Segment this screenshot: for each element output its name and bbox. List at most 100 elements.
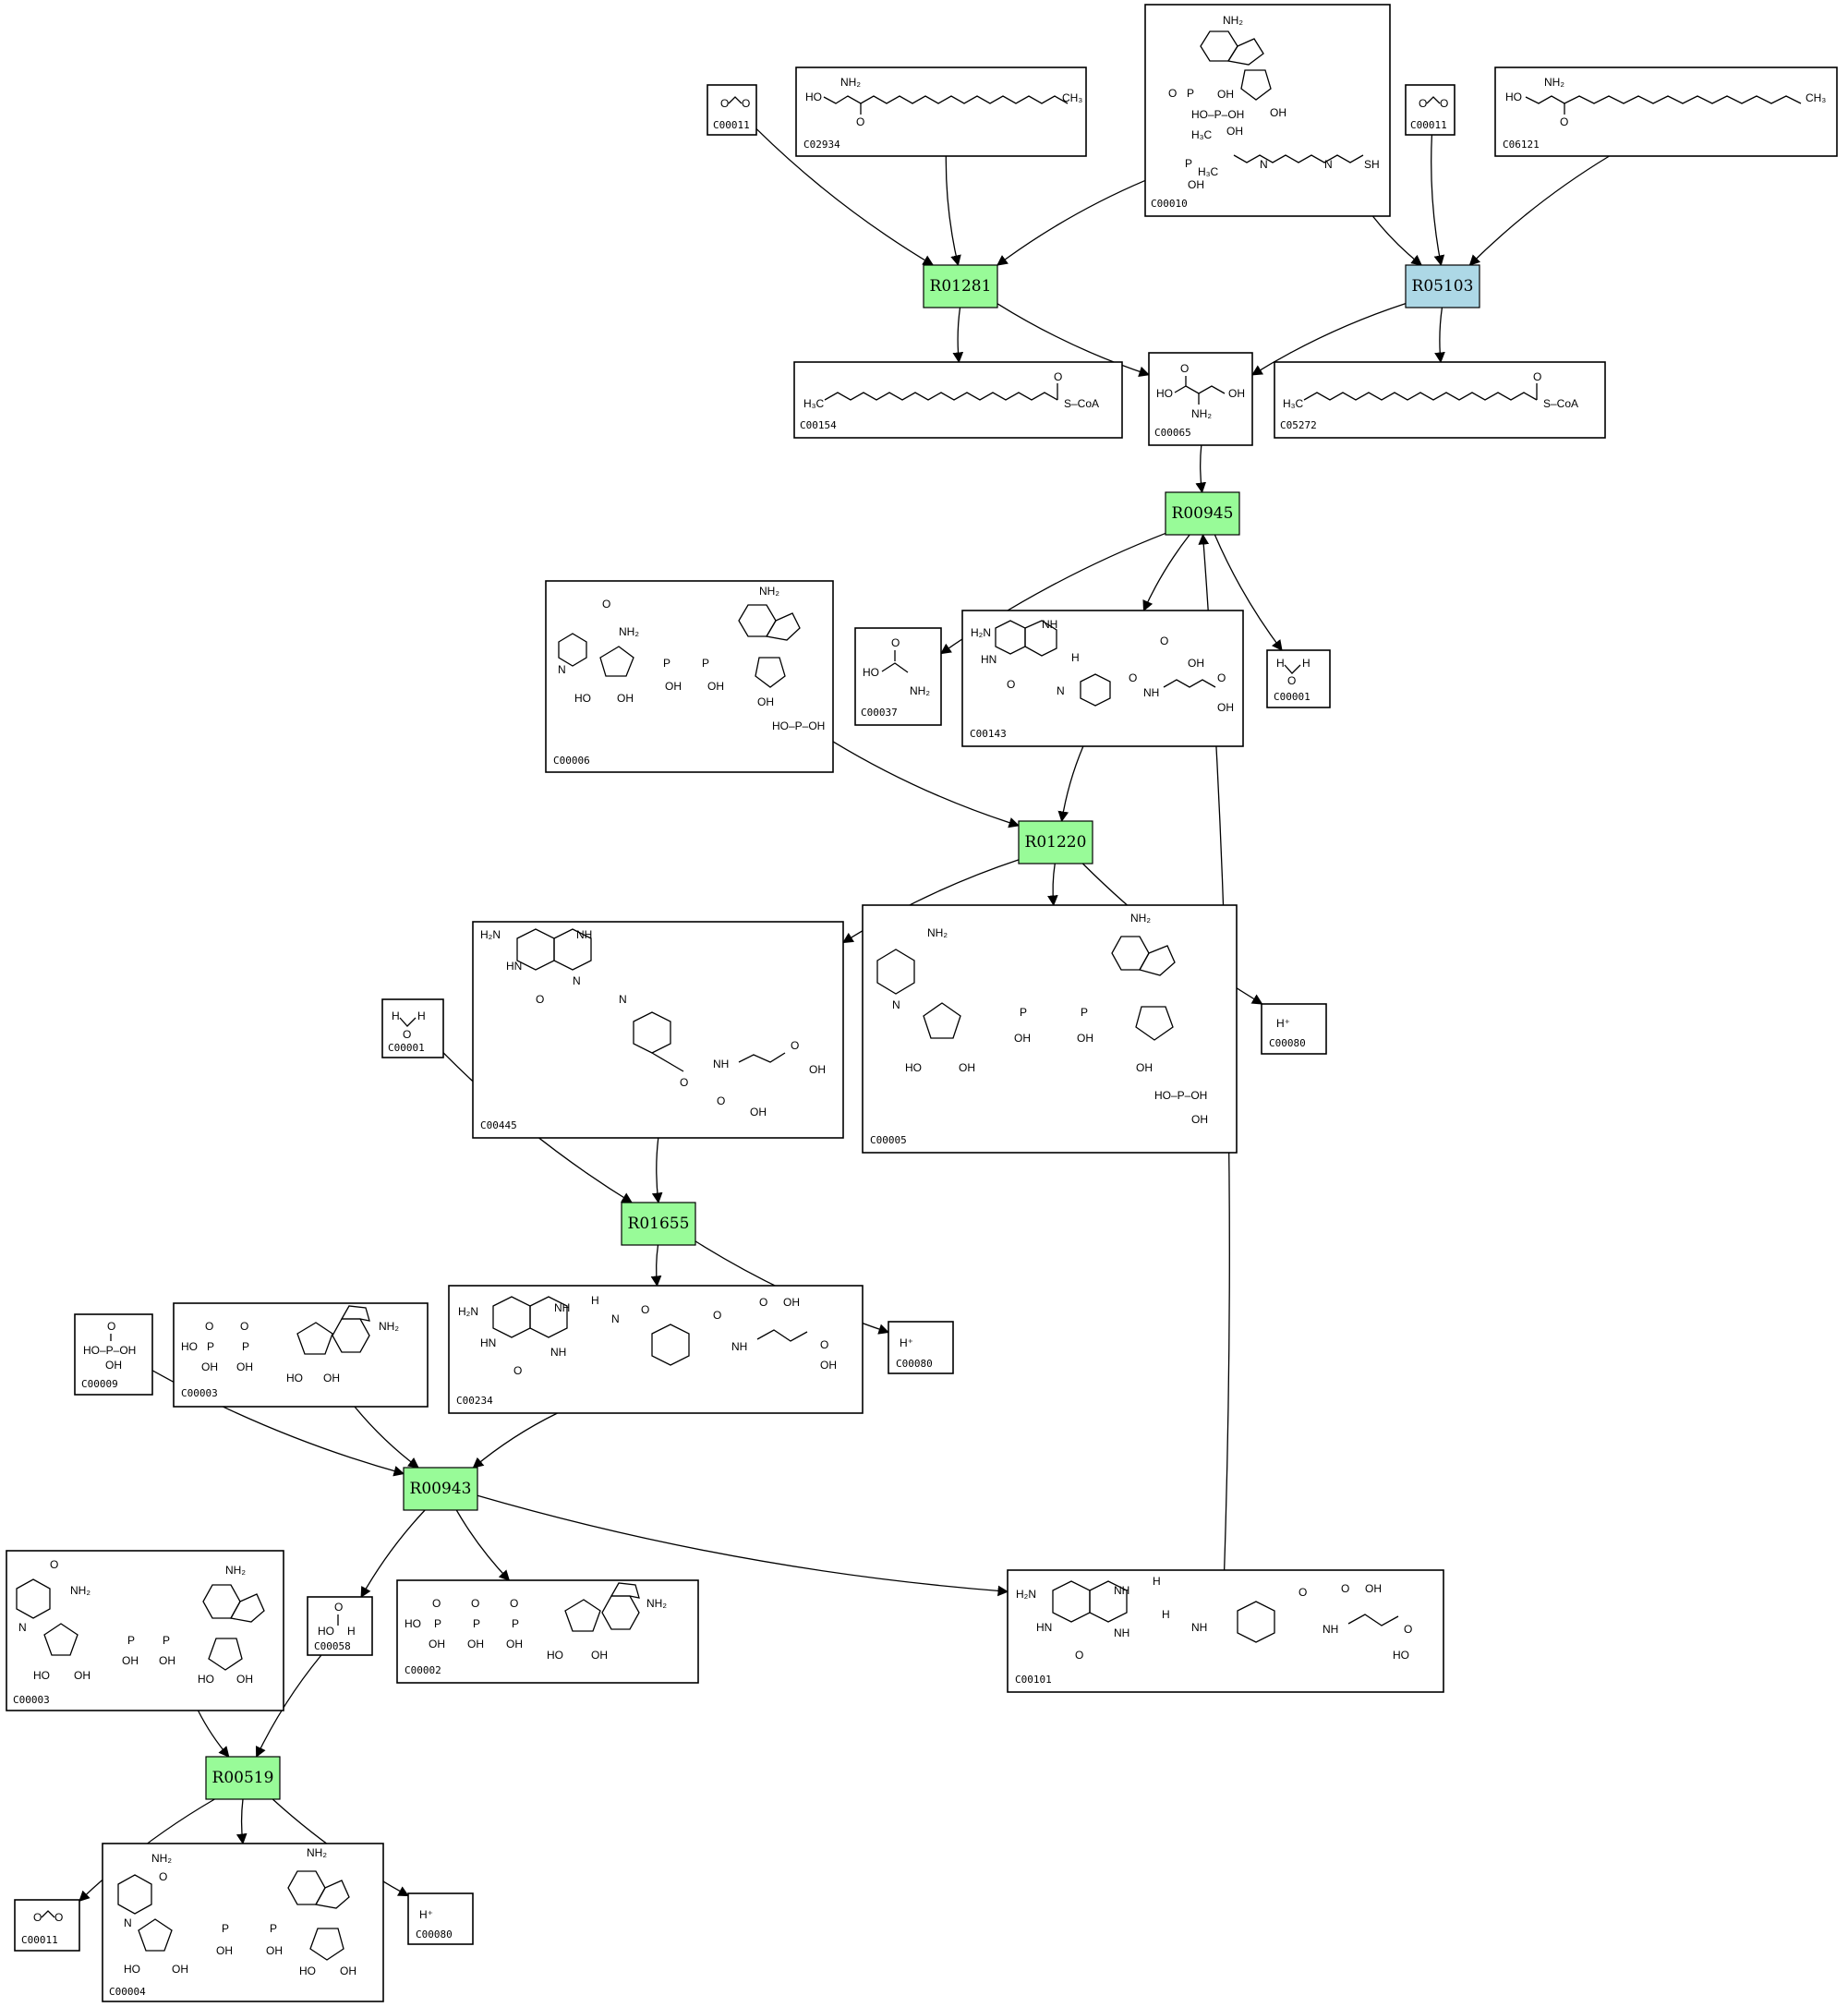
compound-node[interactable]: O HO NH₂ C00037 [854, 627, 942, 726]
phosphate-structure: O HO–P–OH OH [83, 1320, 136, 1372]
reaction-node[interactable]: R01281 [923, 264, 998, 308]
compound-id: C00002 [405, 1664, 441, 1676]
svg-text:O: O [1180, 362, 1189, 375]
reaction-label: R00945 [1172, 504, 1234, 523]
edge-c13-to-r5 [651, 1137, 663, 1204]
compound-node[interactable]: NH₂ O N HO OH P P OH OH NH₂ HO OH C00004 [102, 1843, 384, 2002]
compound-id: C00065 [1154, 427, 1191, 439]
svg-text:HO: HO [547, 1649, 563, 1662]
svg-text:O: O [159, 1870, 167, 1883]
compound-id: C00011 [1410, 119, 1447, 131]
svg-text:O: O [1075, 1649, 1083, 1662]
reaction-node[interactable]: R05103 [1405, 264, 1480, 308]
svg-text:HO: HO [33, 1669, 50, 1682]
compound-node[interactable]: O NH₂ N HO OH P P OH OH NH₂ OH HO–P–OH C… [545, 580, 834, 773]
compound-node[interactable]: O HO–P–OH OH C00009 [74, 1313, 153, 1396]
svg-text:NH₂: NH₂ [1544, 76, 1564, 89]
glycine-structure: O HO NH₂ [863, 636, 930, 697]
reaction-node[interactable]: R01655 [621, 1202, 696, 1246]
compound-node[interactable]: NH₂ N HO OH P P OH OH NH₂ OH HO–P–OH OH … [862, 904, 1238, 1154]
svg-text:H: H [591, 1294, 599, 1307]
compound-node[interactable]: O HO OH NH₂ C00065 [1148, 352, 1253, 446]
compound-node[interactable]: H⁺ C00080 [1261, 1003, 1327, 1055]
svg-text:O: O [820, 1338, 828, 1351]
svg-text:OH: OH [1217, 88, 1234, 101]
svg-text:OH: OH [340, 1965, 356, 1977]
svg-text:NH₂: NH₂ [70, 1584, 91, 1597]
svg-text:O: O [240, 1320, 248, 1333]
svg-text:O: O [1007, 678, 1015, 691]
compound-node[interactable]: H⁺ C00080 [407, 1892, 474, 1945]
svg-text:HO: HO [1505, 91, 1522, 103]
compound-node[interactable]: H⁺ C00080 [888, 1321, 954, 1374]
3-dehydrosphingosine-structure: HO NH₂ O CH₃ [1505, 76, 1826, 128]
edge-c1-to-r1 [755, 127, 935, 266]
svg-text:O: O [1341, 1582, 1349, 1595]
svg-text:O: O [1404, 1623, 1412, 1636]
compound-node[interactable]: H₂N NH HN H O N O NH O OH O OH C00143 [961, 610, 1244, 747]
svg-text:H: H [417, 1010, 426, 1022]
svg-text:O: O [720, 97, 729, 110]
compound-node[interactable]: O HO H C00058 [307, 1596, 373, 1656]
compound-node[interactable]: O O C00011 [14, 1899, 80, 1952]
edge-r3-to-c11 [1142, 534, 1190, 612]
palmitoyl-coa-structure: H₃C O S–CoA [803, 370, 1099, 410]
svg-text:P: P [663, 657, 670, 670]
compound-node[interactable]: H₂N NH HN NH O H H NH O NH O OH O HO C00… [1007, 1569, 1444, 1693]
compound-node[interactable]: NH₂ O P OH HO–P–OH OH H₃C OH P H₃C N N S… [1144, 4, 1391, 217]
compound-node[interactable]: O NH₂ N HO OH P P OH OH NH₂ HO OH C00003 [6, 1550, 284, 1711]
svg-text:OH: OH [783, 1296, 800, 1309]
svg-text:HO: HO [181, 1340, 198, 1353]
methylene-thf-structure: H₂N NH HN H O N O NH O OH O OH [971, 618, 1234, 714]
svg-text:O: O [513, 1364, 522, 1377]
compound-node[interactable]: H₂N NH HN NH O H N O O NH O OH O OH C002… [448, 1285, 864, 1414]
reaction-node[interactable]: R00519 [205, 1756, 281, 1800]
edge-r7-to-c26 [236, 1798, 248, 1845]
svg-text:HO: HO [286, 1372, 303, 1384]
svg-text:OH: OH [105, 1359, 122, 1372]
edge-c11-to-r4 [1057, 745, 1084, 823]
svg-text:NH₂: NH₂ [910, 684, 930, 697]
compound-node[interactable]: O O C00011 [707, 84, 757, 136]
svg-text:H: H [1153, 1575, 1161, 1588]
svg-text:H₃C: H₃C [1283, 397, 1304, 410]
adp-structure: HO P P O O OH OH HO OH NH₂ [181, 1305, 399, 1384]
svg-text:O: O [403, 1028, 411, 1041]
svg-text:H: H [1071, 651, 1080, 664]
reaction-node[interactable]: R00943 [403, 1467, 478, 1511]
svg-text:HO: HO [863, 666, 879, 679]
svg-text:H: H [1276, 657, 1285, 670]
svg-text:O: O [891, 636, 900, 649]
compound-node[interactable]: HO P P O O OH OH HO OH NH₂ C00003 [173, 1302, 429, 1408]
svg-text:NH₂: NH₂ [379, 1320, 399, 1333]
svg-text:NH₂: NH₂ [225, 1564, 246, 1577]
reaction-label: R00519 [212, 1769, 274, 1787]
svg-text:HO–P–OH: HO–P–OH [1154, 1089, 1207, 1102]
compound-node[interactable]: HO NH₂ O CH₃ C06121 [1494, 66, 1838, 157]
svg-text:O: O [205, 1320, 213, 1333]
svg-text:OH: OH [809, 1063, 826, 1076]
svg-text:OH: OH [1136, 1061, 1153, 1074]
compound-node[interactable]: H O H C00001 [1266, 649, 1331, 708]
svg-text:OH: OH [1270, 106, 1286, 119]
compound-node[interactable]: H₃C O S–CoA C00154 [793, 361, 1123, 439]
3-dehydrosphinganine-structure: HO NH₂ O CH₃ [805, 76, 1082, 128]
compound-node[interactable]: H₃C O S–CoA C05272 [1274, 361, 1606, 439]
compound-node[interactable]: H₂N NH HN N O N O NH O OH O OH C00445 [472, 921, 844, 1139]
svg-text:S–CoA: S–CoA [1543, 397, 1578, 410]
compound-node[interactable]: O O C00011 [1405, 84, 1455, 136]
compound-id: C02934 [803, 139, 840, 151]
reaction-node[interactable]: R00945 [1165, 491, 1240, 536]
svg-text:P: P [222, 1922, 229, 1935]
compound-node[interactable]: H O H C00001 [381, 998, 444, 1058]
water-structure: H O H [392, 1010, 426, 1041]
reaction-label: R01281 [930, 277, 992, 296]
compound-node[interactable]: HO NH₂ O CH₃ C02934 [795, 66, 1087, 157]
svg-text:H₂N: H₂N [480, 928, 501, 941]
svg-text:N: N [1057, 684, 1065, 697]
compound-node[interactable]: HO P P P O O O OH OH OH HO OH NH₂ C00002 [396, 1579, 699, 1684]
reaction-node[interactable]: R01220 [1018, 820, 1093, 864]
svg-text:HO: HO [198, 1673, 214, 1686]
svg-text:OH: OH [1365, 1582, 1382, 1595]
svg-text:P: P [473, 1617, 480, 1630]
